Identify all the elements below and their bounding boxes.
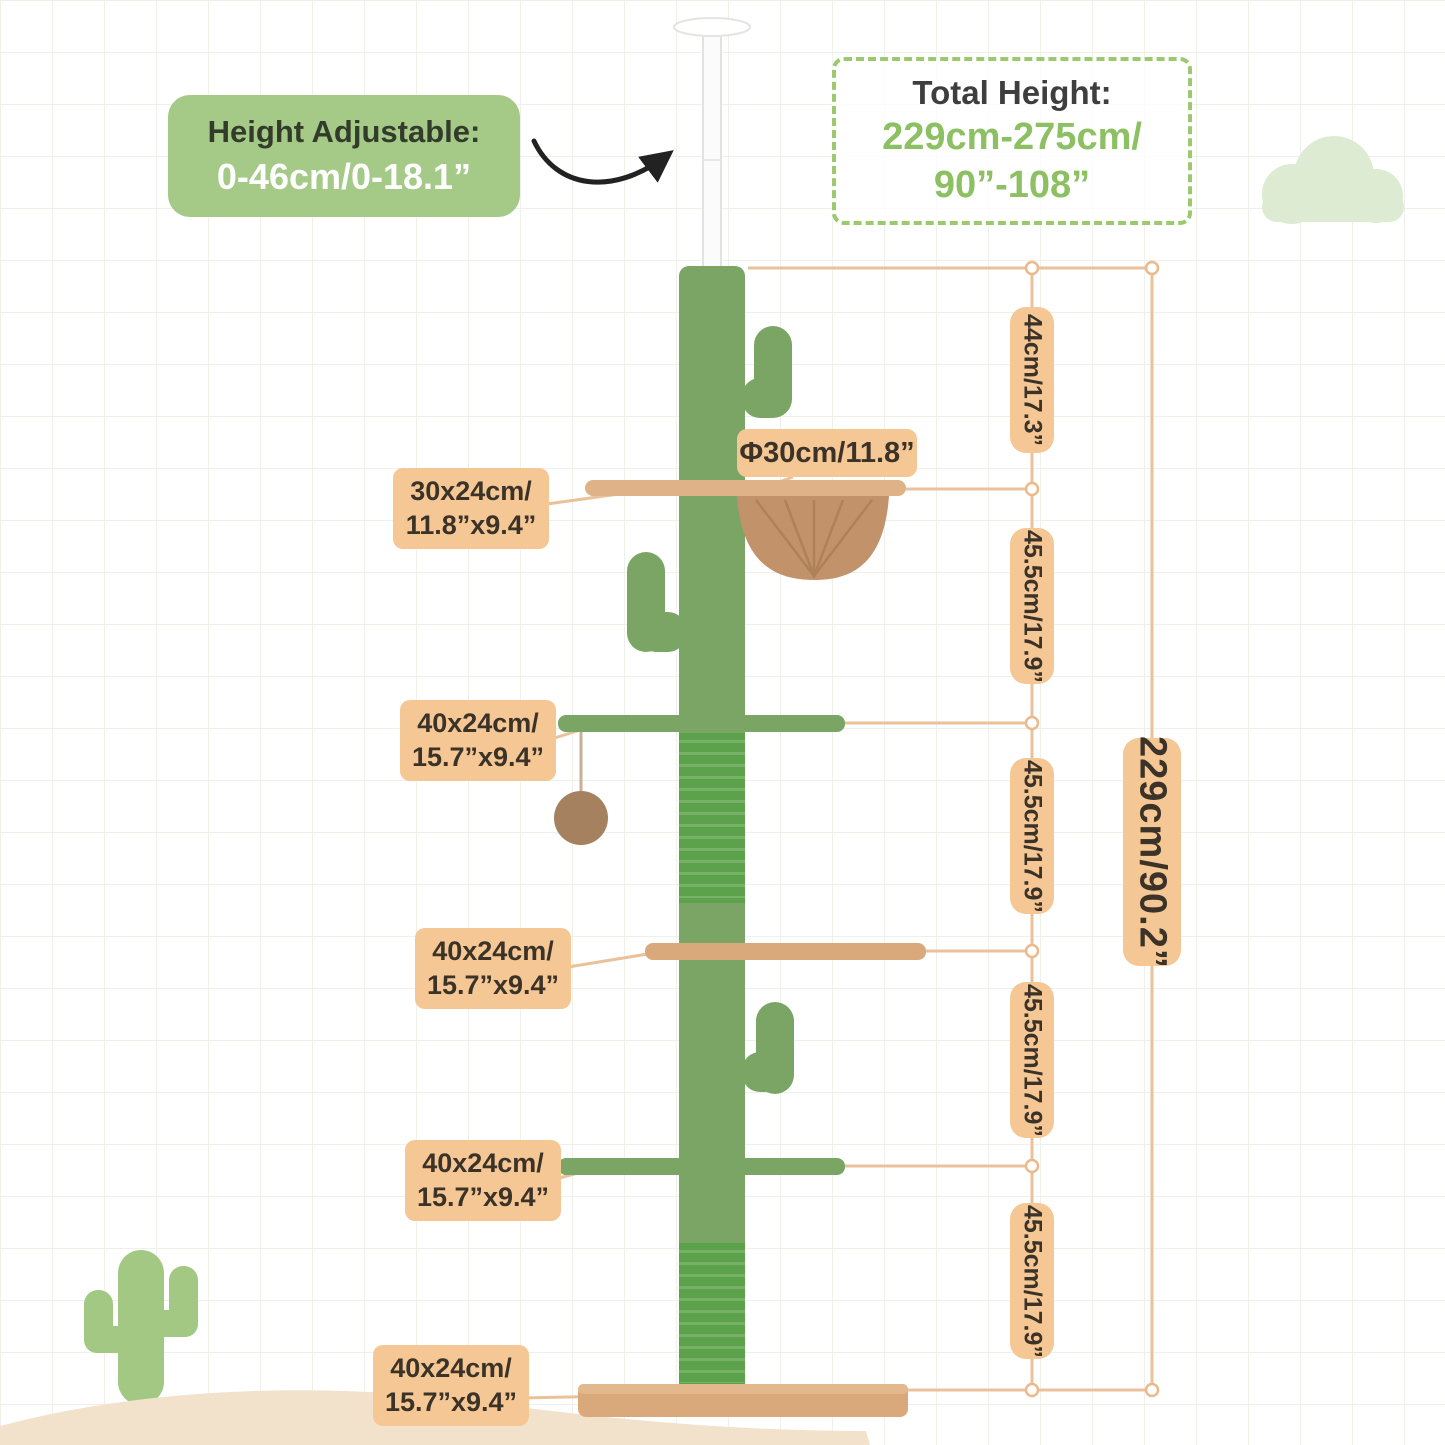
cat-tree-illustration (554, 266, 926, 1417)
sisal-section-lower (679, 1243, 745, 1388)
segment-label-5: 45.5cm/17.9” (1010, 1203, 1054, 1359)
platform-2 (554, 715, 845, 845)
platform-size-label-4: 40x24cm/ 15.7”x9.4” (405, 1140, 561, 1221)
platform-size-label-4-line2: 15.7”x9.4” (416, 1181, 550, 1212)
total-height-range-in: 90”-108” (933, 164, 1091, 206)
cactus-arm-top (742, 326, 792, 418)
platform-size-label-1-line2: 11.8”x9.4” (405, 509, 537, 540)
curved-arrow-icon (531, 138, 674, 185)
height-adjustable-title: Height Adjustable: (207, 114, 481, 149)
platform-size-label-4-line1: 40x24cm/ (422, 1147, 544, 1178)
segment-label-4: 45.5cm/17.9” (1010, 982, 1054, 1138)
platform-size-label-5: 40x24cm/ 15.7”x9.4” (373, 1345, 529, 1426)
platform-size-label-5-line1: 40x24cm/ (390, 1352, 512, 1383)
dimension-dots (1024, 260, 1160, 1398)
base-board (578, 1384, 908, 1417)
hanging-ball (554, 791, 608, 845)
platform-3 (645, 943, 926, 960)
platform-size-label-3-line1: 40x24cm/ (432, 935, 554, 966)
platform-size-label-1-line1: 30x24cm/ (410, 475, 532, 506)
hammock-platform (585, 480, 906, 580)
total-height-box: Total Height: 229cm-275cm/ 90”-108” (832, 57, 1192, 225)
total-height-title: Total Height: (912, 73, 1112, 111)
overall-height-label: 229cm/90.2” (1123, 736, 1181, 968)
platform-size-label-3-line2: 15.7”x9.4” (426, 969, 560, 1000)
platform-size-label-5-line2: 15.7”x9.4” (384, 1386, 518, 1417)
segment-label-2: 45.5cm/17.9” (1010, 528, 1054, 684)
segment-label-1: 44cm/17.3” (1010, 307, 1054, 453)
platform-size-label-2-line1: 40x24cm/ (417, 707, 539, 738)
total-height-range-cm: 229cm-275cm/ (882, 115, 1142, 158)
segment-label-3: 45.5cm/17.9” (1010, 758, 1054, 914)
cactus-arm-middle (627, 552, 686, 652)
platform-size-label-1: 30x24cm/ 11.8”x9.4” (393, 468, 549, 549)
height-adjustable-badge: Height Adjustable: 0-46cm/0-18.1” (168, 95, 520, 217)
platform-size-label-2: 40x24cm/ 15.7”x9.4” (400, 700, 556, 781)
platform-4 (558, 1158, 845, 1175)
hammock-diameter-label: Φ30cm/11.8” (737, 429, 917, 477)
platform-size-label-2-line2: 15.7”x9.4” (411, 741, 545, 772)
cactus-decoration-icon (84, 1250, 198, 1405)
sisal-section-upper (679, 733, 745, 903)
cloud-icon (1262, 136, 1404, 224)
platform-size-label-3: 40x24cm/ 15.7”x9.4” (415, 928, 571, 1009)
height-adjustable-value: 0-46cm/0-18.1” (216, 156, 472, 197)
ceiling-rod (673, 17, 751, 273)
cactus-arm-lower (742, 1002, 794, 1094)
